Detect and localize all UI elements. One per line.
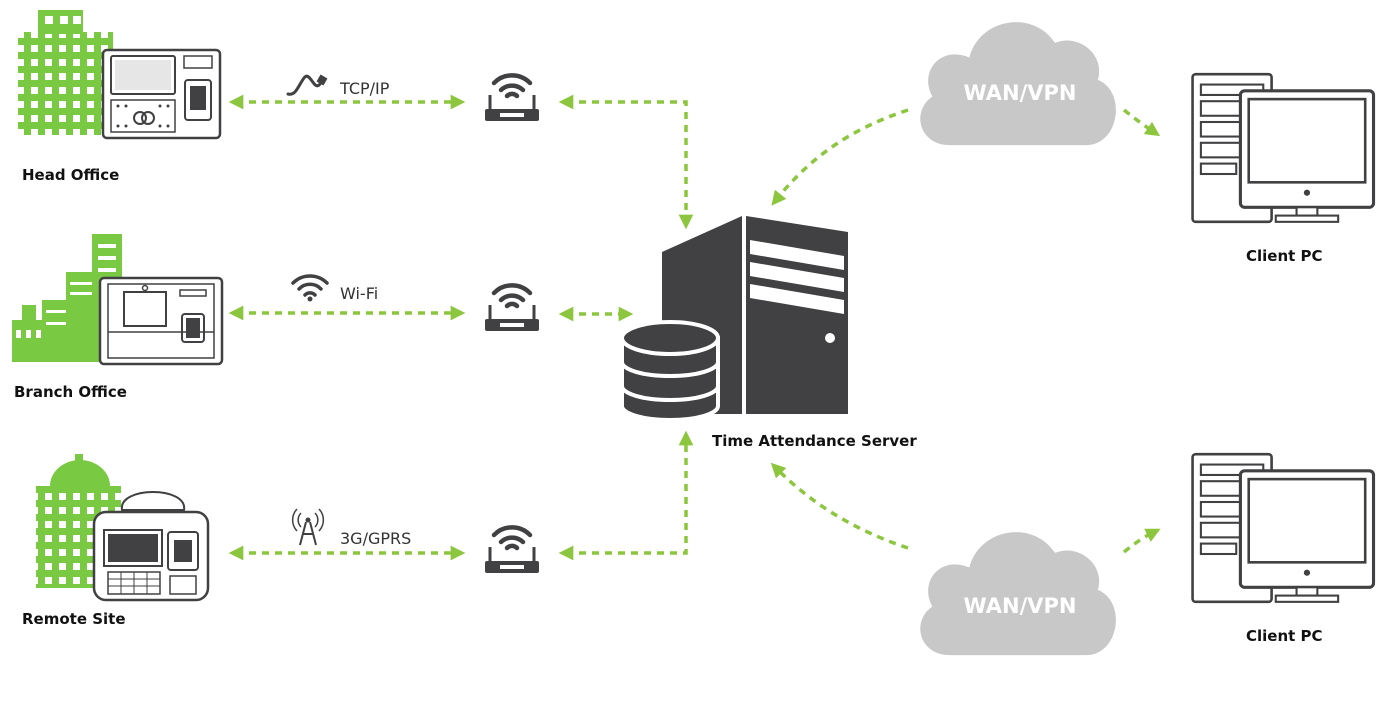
arrow-cloud2-client	[1122, 528, 1161, 554]
server-label: Time Attendance Server	[712, 432, 917, 450]
head-office-building-icon	[18, 10, 113, 135]
cell-tower-icon	[291, 508, 325, 546]
link-label-wifi: Wi-Fi	[340, 284, 378, 303]
site-label-branch-office: Branch Office	[14, 383, 127, 401]
arrow-router3-server	[558, 430, 694, 561]
database-icon	[620, 320, 720, 422]
client-pc-icon	[1190, 72, 1376, 224]
client-pc-label: Client PC	[1246, 627, 1323, 645]
router-icon	[485, 527, 539, 573]
wan-vpn-cloud-icon: WAN/VPN	[920, 22, 1116, 146]
arrow-cloud2-server	[770, 462, 909, 550]
link-label-3g-gprs: 3G/GPRS	[340, 529, 411, 548]
site-label-remote-site: Remote Site	[22, 610, 126, 628]
wan-vpn-cloud-icon: WAN/VPN	[920, 532, 1116, 656]
branch-office-terminal-icon	[98, 276, 224, 366]
router-icon	[485, 285, 539, 331]
cloud-label: WAN/VPN	[964, 81, 1077, 105]
site-label-head-office: Head Office	[22, 166, 119, 184]
cloud-label: WAN/VPN	[964, 594, 1077, 618]
remote-site-terminal-icon	[92, 491, 210, 602]
router-icon	[485, 75, 539, 121]
client-pc-label: Client PC	[1246, 247, 1323, 265]
head-office-terminal-icon	[101, 48, 222, 140]
client-pc-icon	[1190, 452, 1376, 604]
arrow-cloud1-client	[1122, 108, 1161, 137]
connection-arrows	[228, 94, 1161, 561]
ethernet-cable-icon	[286, 74, 328, 96]
link-label-tcp-ip: TCP/IP	[339, 79, 390, 98]
arrow-cloud1-server	[771, 108, 909, 206]
arrow-router1-server	[558, 94, 694, 230]
wifi-icon	[291, 274, 329, 302]
